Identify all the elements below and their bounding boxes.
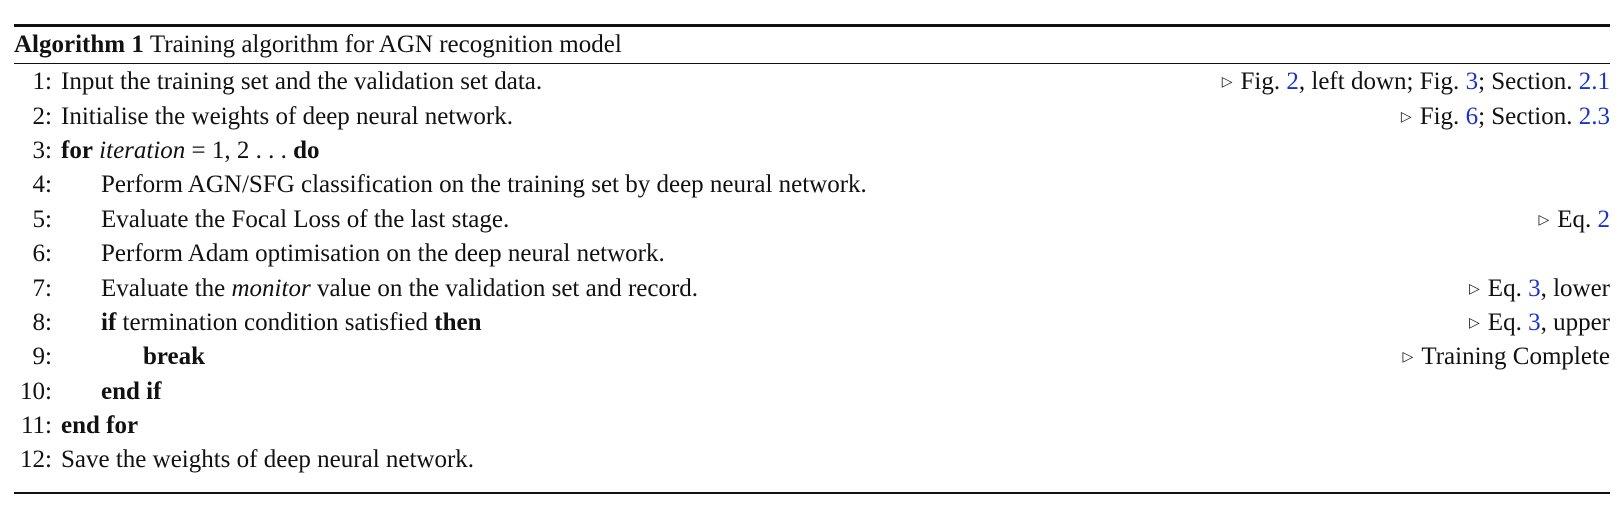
reference-link[interactable]: 2.3 [1578,102,1610,130]
line-content: Save the weights of deep neural network. [61,446,474,474]
reference-link[interactable]: 6 [1465,102,1479,130]
algorithm-line: 5: Evaluate the Focal Loss of the last st… [14,203,1610,237]
variable: iteration [99,136,186,164]
line-number: 1: [32,68,52,96]
algorithm-line: 9: break ▷ Training Complete [14,340,1610,374]
line-content: Perform AGN/SFG classification on the tr… [101,171,867,199]
comment-triangle-icon: ▷ [1538,212,1550,228]
keyword: do [293,136,320,164]
algorithm-title: Training algorithm for AGN recognition m… [149,31,622,58]
line-text: Perform Adam optimisation on the deep ne… [101,240,665,268]
reference-link[interactable]: 2 [1286,68,1299,96]
line-content: Perform Adam optimisation on the deep ne… [101,240,665,268]
line-number: 11: [20,412,52,440]
bottom-rule [14,492,1610,494]
line-content: break [143,343,205,371]
line-comment: ▷ Eq. 3, lower [1469,275,1610,303]
line-text: value on the validation set and record. [310,274,699,302]
line-content: for iteration = 1, 2 . . . do [61,137,320,165]
line-number: 2: [32,102,52,130]
line-text: Initialise the weights of deep neural ne… [61,102,513,130]
comment-text: Training Complete [1421,343,1610,371]
line-number: 10: [20,377,52,405]
line-number: 8: [32,308,52,336]
keyword: break [143,343,206,371]
reference-link[interactable]: 3 [1465,68,1479,96]
comment-text: Eq. [1557,205,1598,233]
comment-text: ; Section. [1478,68,1579,96]
line-content: Evaluate the Focal Loss of the last stag… [101,206,509,234]
algorithm-line: 10: end if [14,375,1610,409]
comment-text: Fig. [1240,68,1287,96]
line-text: Perform AGN/SFG classification on the tr… [101,171,867,199]
comment-triangle-icon: ▷ [1221,75,1233,91]
keyword: end for [61,412,139,440]
keyword: if [101,308,117,336]
line-comment: ▷ Fig. 2, left down; Fig. 3; Section. 2.1 [1222,68,1610,96]
line-content: Initialise the weights of deep neural ne… [61,103,513,131]
comment-text: , left down; Fig. [1298,68,1466,96]
line-text: = 1, 2 . . . [185,136,294,164]
line-number: 5: [32,205,52,233]
comment-text: Eq. [1487,308,1529,336]
comment-text: , upper [1540,308,1610,336]
line-comment: ▷ Training Complete [1403,343,1610,371]
reference-link[interactable]: 3 [1528,274,1541,302]
comment-text: , lower [1540,274,1610,302]
line-number: 6: [32,240,52,268]
line-number: 3: [32,136,52,164]
comment-text: Eq. [1487,274,1529,302]
algorithm-line: 8: if termination condition satisfied the… [14,306,1610,340]
comment-triangle-icon: ▷ [1469,281,1480,297]
variable: monitor [231,274,311,302]
comment-triangle-icon: ▷ [1402,350,1414,366]
line-content: Input the training set and the validatio… [61,68,542,96]
algorithm-label: Algorithm 1 [14,31,144,58]
algorithm-line: 3: for iteration = 1, 2 . . . do [14,134,1610,168]
line-comment: ▷ Eq. 3, upper [1469,309,1610,337]
keyword: end if [101,377,162,405]
header-rule [14,63,1610,64]
keyword: then [434,308,482,336]
algorithm-line: 7: Evaluate the monitor value on the vali… [14,271,1610,305]
line-content: if termination condition satisfied then [101,309,482,337]
line-content: Evaluate the monitor value on the valida… [101,275,698,303]
line-text: Save the weights of deep neural network. [61,446,475,474]
comment-triangle-icon: ▷ [1400,109,1412,125]
line-number: 7: [32,274,52,302]
algorithm-line: 11: end for [14,409,1610,443]
comment-text: Fig. [1419,102,1466,130]
algorithm-header: Algorithm 1 Training algorithm for AGN r… [14,27,1610,63]
algorithm-line: 2: Initialise the weights of deep neural … [14,99,1610,133]
keyword: for [61,136,93,164]
algorithm-line: 12: Save the weights of deep neural netwo… [14,443,1610,477]
line-text: Evaluate the [101,274,232,302]
algorithm-line: 4: Perform AGN/SFG classification on the … [14,168,1610,202]
comment-text: ; Section. [1478,102,1579,130]
line-text: Evaluate the Focal Loss of the last stag… [101,205,510,233]
algorithm-line: 6: Perform Adam optimisation on the deep … [14,237,1610,271]
line-content: end for [61,412,138,440]
algorithm-block: Algorithm 1 Training algorithm for AGN r… [14,24,1610,478]
reference-link[interactable]: 2 [1597,205,1611,233]
line-comment: ▷ Eq. 2 [1538,206,1610,234]
comment-triangle-icon: ▷ [1469,315,1480,331]
line-number: 4: [32,171,52,199]
line-comment: ▷ Fig. 6; Section. 2.3 [1401,103,1610,131]
line-text: Input the training set and the validatio… [61,68,543,96]
line-text: termination condition satisfied [116,308,435,336]
algorithm-lines: 1: Input the training set and the validat… [14,64,1610,478]
line-content: end if [101,378,161,406]
line-number: 9: [32,343,52,371]
reference-link[interactable]: 3 [1528,308,1541,336]
reference-link[interactable]: 2.1 [1578,68,1610,96]
top-rule [14,24,1610,27]
line-number: 12: [20,446,52,474]
algorithm-line: 1: Input the training set and the validat… [14,65,1610,99]
